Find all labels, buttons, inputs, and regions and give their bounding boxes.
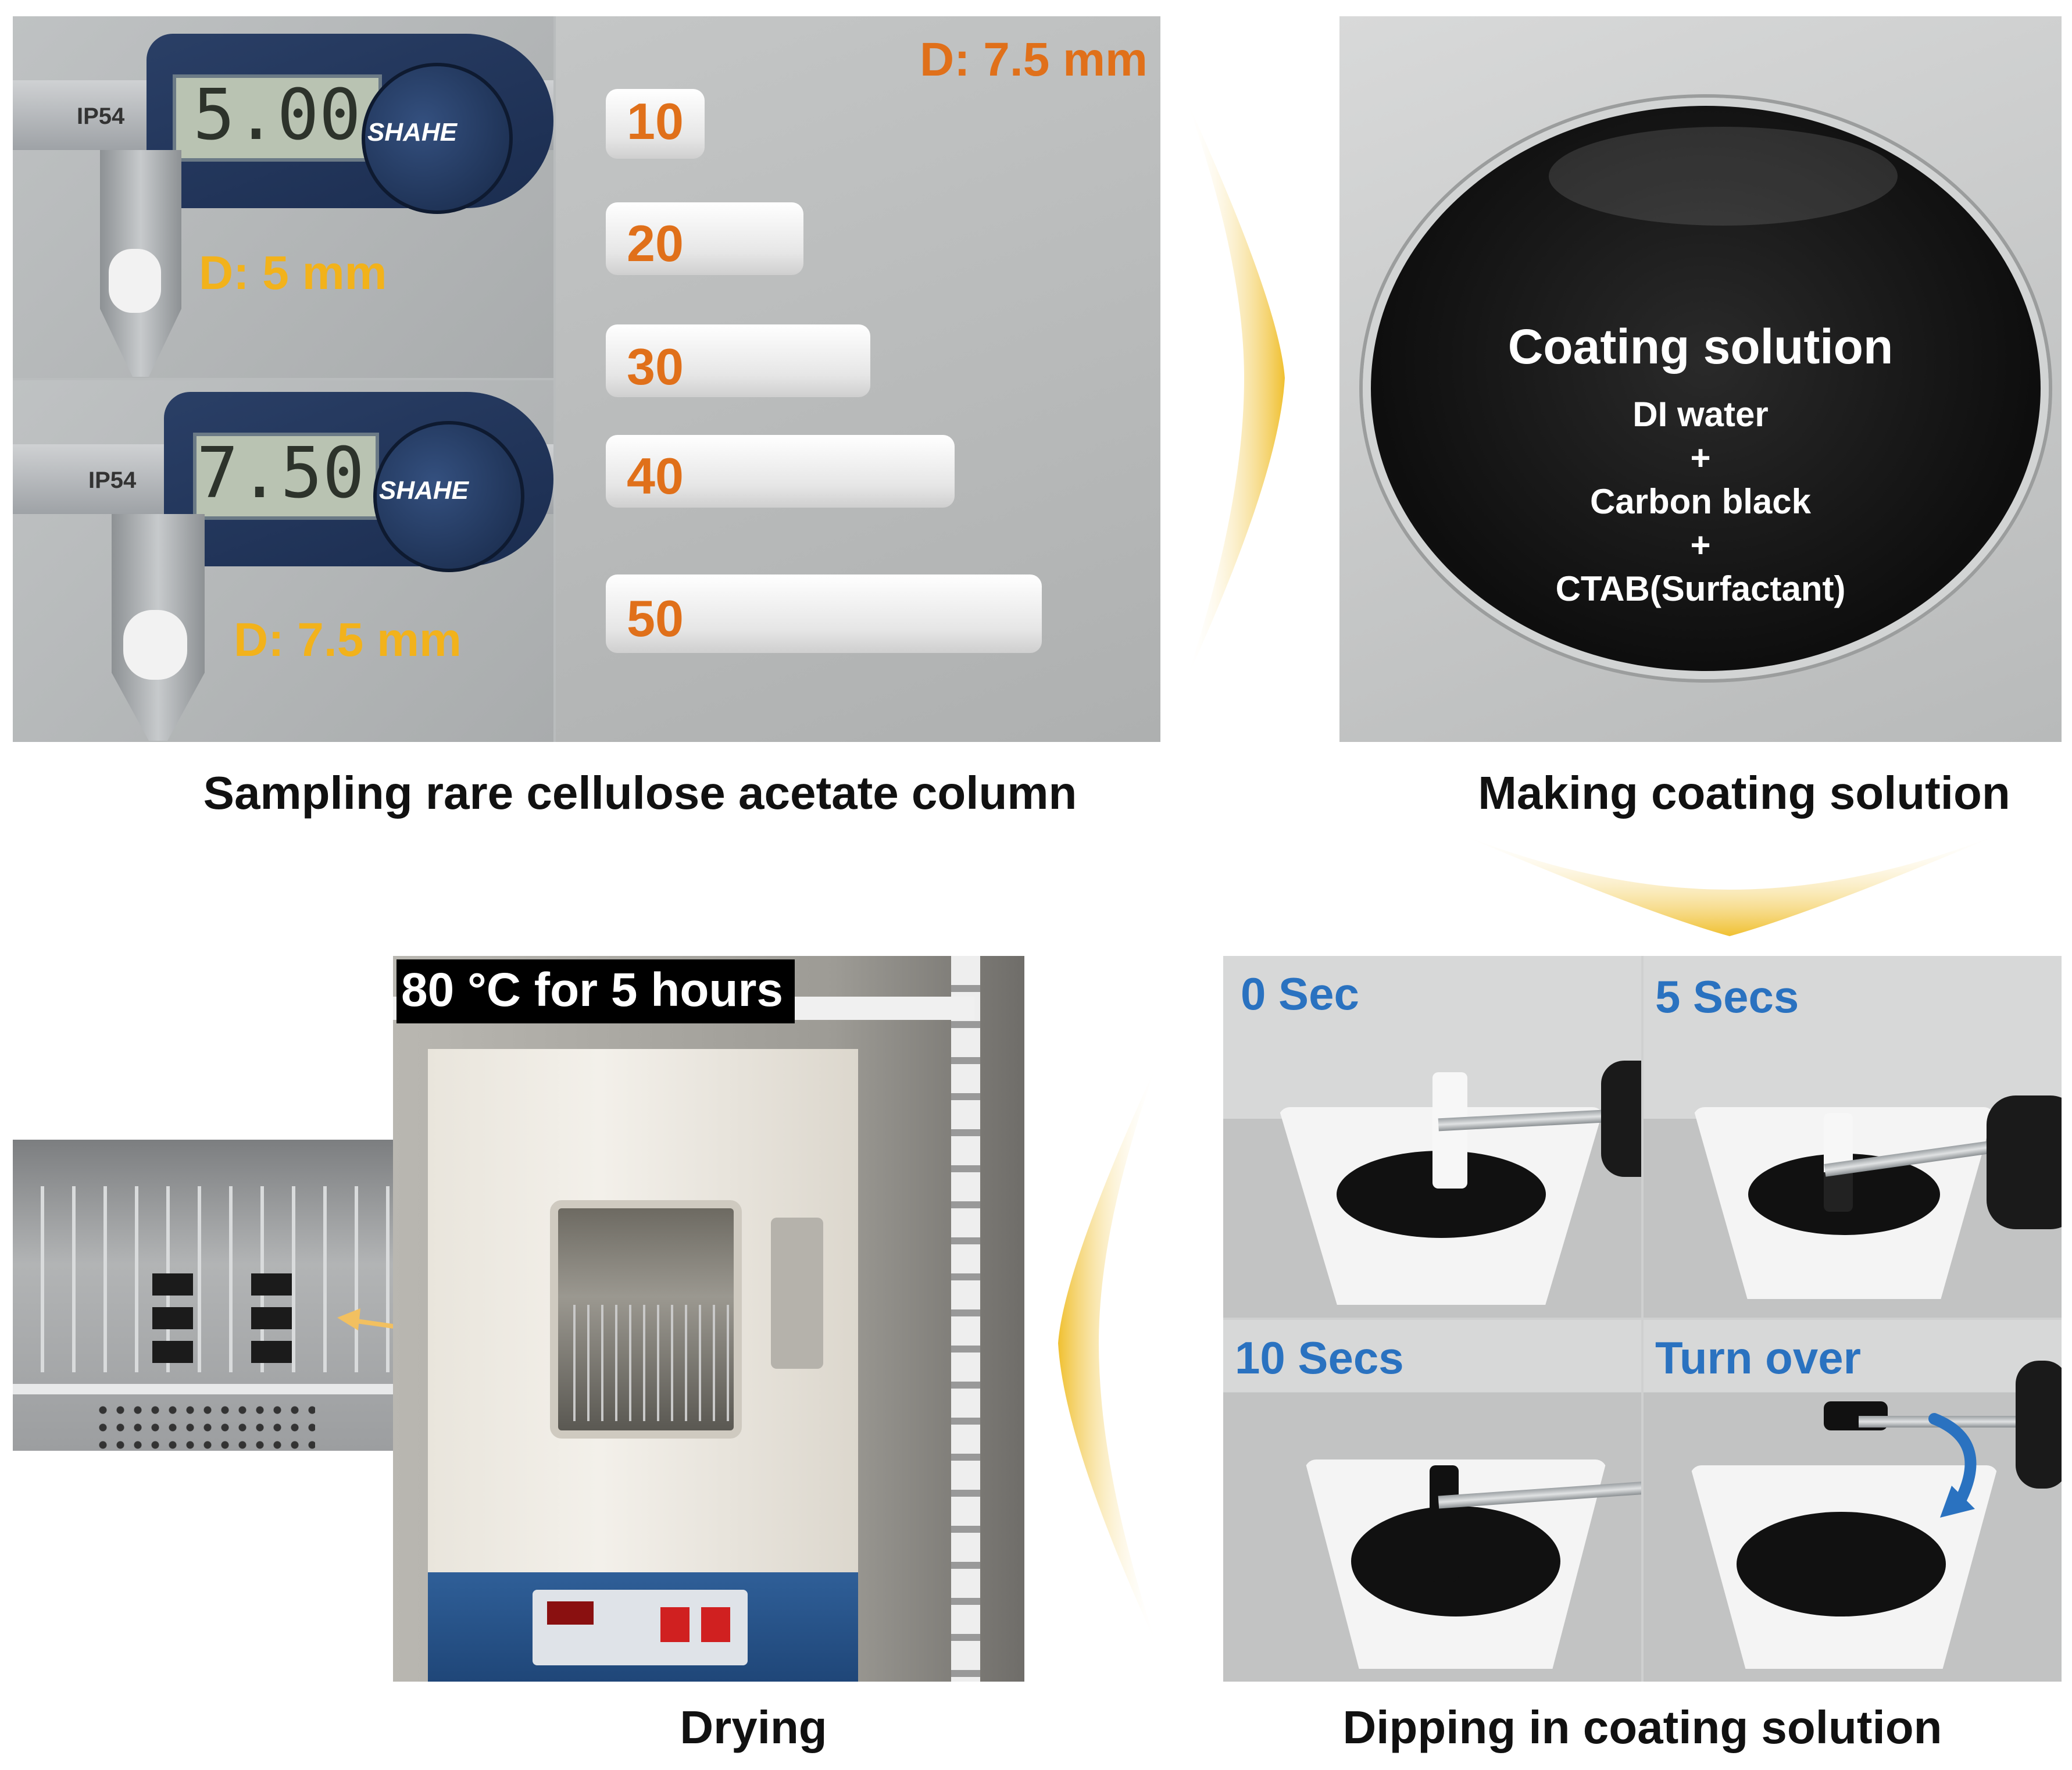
oven-vent-holes — [94, 1401, 315, 1451]
sampling-photo-panel: IP54 5.00 SHAHE D: 5 mm IP54 7.50 SHAHE … — [13, 16, 1160, 742]
caliper-ip-rating: IP54 — [77, 104, 125, 129]
ingredient-di-water: DI water — [1632, 395, 1769, 434]
oven-power-switch-2 — [701, 1607, 730, 1642]
sampling-caption: Sampling rare cellulose acetate column — [203, 767, 1077, 819]
oven-rack-bar — [13, 1384, 396, 1394]
dip-step-label-10: 10 Secs — [1235, 1332, 1404, 1383]
caliper-brand: SHAHE — [367, 118, 458, 147]
sample-label-20: 20 — [627, 215, 684, 272]
ingredient-ctab: CTAB(Surfactant) — [1555, 569, 1846, 608]
dipping-photo-panel: 0 Sec 5 Secs 10 Secs Turn over — [1223, 956, 2062, 1682]
caliper-brand: SHAHE — [379, 476, 469, 505]
oven-rack — [13, 1186, 396, 1372]
oven-inset-photo — [13, 1140, 396, 1451]
sample-label-10: 10 — [627, 92, 684, 150]
sample-30 — [606, 324, 870, 397]
ingredient-plus-2: + — [1690, 526, 1711, 565]
tweezers — [1859, 1416, 2062, 1428]
coating-liquid — [1737, 1512, 1946, 1616]
caliper-photo-top: IP54 5.00 SHAHE D: 5 mm — [13, 16, 553, 378]
caliper-display: 5.00 — [173, 74, 382, 162]
drying-condition-box — [396, 959, 795, 1023]
sample-20 — [606, 202, 803, 275]
coated-sample-row-right — [251, 1273, 292, 1366]
ingredient-carbon-black: Carbon black — [1589, 482, 1812, 521]
caliper-dial — [373, 421, 524, 572]
oven-power-switch — [660, 1607, 690, 1642]
arrow-right-icon — [1186, 99, 1285, 680]
oven-handle — [771, 1218, 823, 1369]
dip-step-5: 5 Secs — [1644, 956, 2062, 1318]
dip-step-0: 0 Sec — [1223, 956, 1641, 1318]
sample-40 — [606, 435, 955, 508]
dip-step-label-5: 5 Secs — [1655, 971, 1799, 1022]
gloved-hand — [1601, 1061, 1641, 1177]
sample-10 — [606, 89, 705, 159]
caliper-dial — [362, 63, 513, 214]
caliper-photo-bottom: IP54 7.50 SHAHE D: 7.5 mm — [13, 380, 553, 742]
oven-photo: 80 °C for 5 hours — [393, 956, 1024, 1682]
coating-photo-panel: Coating solution DI water + Carbon black… — [1339, 16, 2062, 742]
rotate-arrow-icon — [1928, 1413, 1977, 1518]
sample-diameter-label: D: 7.5 mm — [920, 33, 1148, 86]
dip-step-label-0: 0 Sec — [1241, 968, 1359, 1019]
arrow-down-icon — [1453, 832, 2006, 936]
dish-reflection — [1549, 127, 1898, 226]
sample-label-50: 50 — [627, 590, 684, 647]
sample-cylinder — [109, 249, 161, 313]
caliper-bottom-diameter-label: D: 7.5 mm — [234, 613, 462, 666]
gloved-hand — [1987, 1095, 2062, 1229]
arrow-left-icon — [1058, 1064, 1157, 1646]
drying-condition: 80 °C for 5 hours — [401, 963, 784, 1016]
oven-display — [547, 1601, 594, 1625]
sample-column — [1430, 1465, 1459, 1582]
sample-cylinder — [123, 610, 187, 680]
gloved-hand — [2016, 1361, 2062, 1489]
ingredient-plus-1: + — [1690, 438, 1711, 477]
coating-title: Coating solution — [1507, 319, 1894, 374]
dip-step-turn-over: Turn over — [1644, 1320, 2062, 1682]
sample-label-30: 30 — [627, 338, 684, 395]
sample-50 — [606, 574, 1042, 653]
dip-step-label-turn-over: Turn over — [1655, 1332, 1861, 1383]
shelf-frame — [951, 956, 980, 1682]
coating-caption: Making coating solution — [1478, 767, 2010, 819]
coated-sample-row-left — [152, 1273, 193, 1366]
dipping-caption: Dipping in coating solution — [1342, 1701, 1942, 1753]
dip-step-10: 10 Secs — [1223, 1320, 1641, 1682]
oven-window-rack — [562, 1305, 730, 1421]
caliper-ip-rating: IP54 — [88, 468, 137, 493]
samples-photo: D: 7.5 mm 10 20 30 40 50 — [556, 16, 1160, 742]
caliper-top-diameter-label: D: 5 mm — [199, 247, 387, 299]
caliper-display: 7.50 — [193, 433, 379, 520]
drying-caption: Drying — [680, 1701, 827, 1753]
sample-label-40: 40 — [627, 447, 684, 505]
